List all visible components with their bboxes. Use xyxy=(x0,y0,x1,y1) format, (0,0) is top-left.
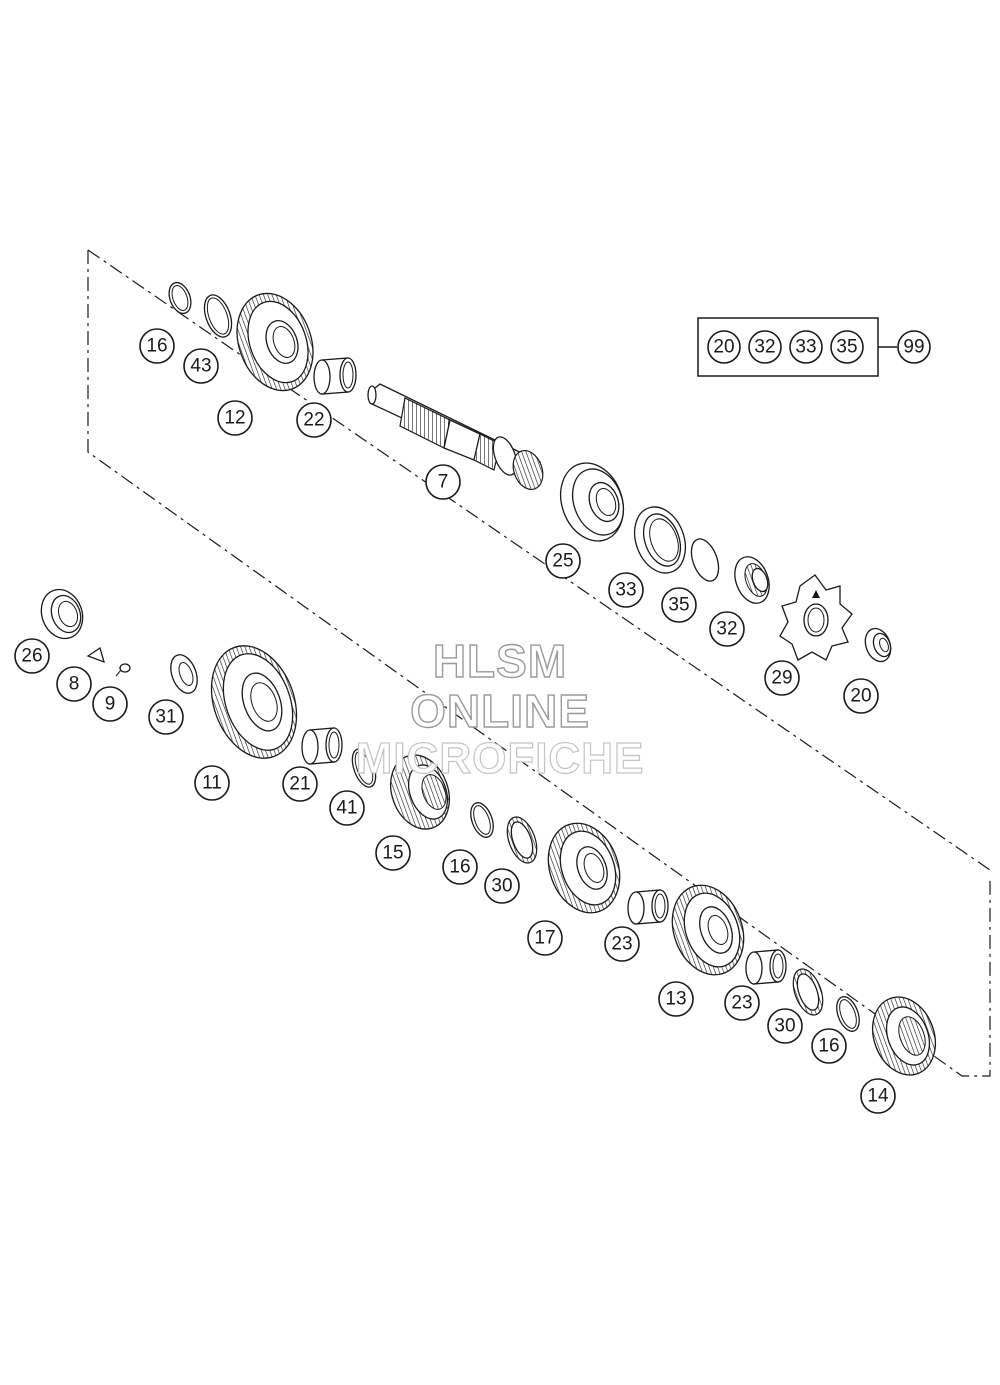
part-callout[interactable]: 33 xyxy=(608,572,644,608)
part-callout[interactable]: 16 xyxy=(442,849,478,885)
kit-member-callout[interactable]: 33 xyxy=(789,330,823,364)
callout-label: 16 xyxy=(818,1036,839,1057)
seal-ring-part xyxy=(633,506,687,574)
callout-label: 22 xyxy=(303,410,324,431)
part-callout[interactable]: 16 xyxy=(811,1028,847,1064)
shift-gear-part xyxy=(390,754,450,830)
toothed-washer-part xyxy=(792,968,824,1016)
part-callout[interactable]: 32 xyxy=(709,611,745,647)
callout-label: 13 xyxy=(665,989,686,1010)
bushing-part xyxy=(745,949,787,985)
part-callout[interactable]: 41 xyxy=(329,790,365,826)
callout-label: 43 xyxy=(190,356,211,377)
part-callout[interactable]: 9 xyxy=(92,686,128,722)
part-callout[interactable]: 15 xyxy=(375,835,411,871)
part-callout[interactable]: 30 xyxy=(484,868,520,904)
part-callout[interactable]: 22 xyxy=(296,402,332,438)
bearing-part xyxy=(560,462,625,542)
gear-part xyxy=(547,822,621,914)
callout-label: 16 xyxy=(146,336,167,357)
kit-number-label: 99 xyxy=(903,337,924,358)
callout-label: 16 xyxy=(449,857,470,878)
callout-label: 31 xyxy=(155,707,176,728)
part-callout[interactable]: 11 xyxy=(194,765,230,801)
circlip-part xyxy=(836,996,860,1032)
callout-label: 29 xyxy=(771,668,792,689)
callout-label: 12 xyxy=(224,408,245,429)
spacer-sleeve-part xyxy=(734,556,770,604)
callout-label: 33 xyxy=(615,580,636,601)
bushing-part xyxy=(627,889,669,925)
part-callout[interactable]: 23 xyxy=(724,985,760,1021)
kit-member-label: 20 xyxy=(713,337,734,358)
callout-label: 23 xyxy=(611,934,632,955)
part-callout[interactable]: 25 xyxy=(545,543,581,579)
nut-part xyxy=(864,627,892,663)
kit-member-label: 33 xyxy=(795,337,816,358)
callout-label: 41 xyxy=(336,798,357,819)
callout-label: 35 xyxy=(668,595,689,616)
callout-label: 17 xyxy=(534,928,555,949)
callout-label: 20 xyxy=(850,686,871,707)
callout-label: 30 xyxy=(774,1016,795,1037)
part-callout[interactable]: 17 xyxy=(527,920,563,956)
part-callout[interactable]: 30 xyxy=(767,1008,803,1044)
part-callout[interactable]: 7 xyxy=(425,464,461,500)
part-callout[interactable]: 29 xyxy=(764,660,800,696)
bushing-part xyxy=(301,727,343,765)
part-callout[interactable]: 16 xyxy=(139,328,175,364)
clip-part xyxy=(86,646,105,664)
gear-part xyxy=(671,884,745,976)
callout-label: 32 xyxy=(716,619,737,640)
kit-member-label: 32 xyxy=(754,337,775,358)
assembly-boundary-top xyxy=(87,249,991,871)
kit-member-label: 35 xyxy=(836,337,857,358)
circlip-part xyxy=(168,281,192,315)
callout-label: 14 xyxy=(867,1086,889,1107)
callout-label: 26 xyxy=(21,646,42,667)
part-callout[interactable]: 13 xyxy=(658,981,694,1017)
callout-label: 11 xyxy=(202,773,222,794)
bushing-part xyxy=(313,357,357,395)
callout-label: 8 xyxy=(69,674,80,695)
part-callout[interactable]: 43 xyxy=(183,348,219,384)
part-callout[interactable]: 26 xyxy=(14,638,50,674)
bearing-part xyxy=(40,588,84,640)
kit-member-callout[interactable]: 35 xyxy=(830,330,864,364)
part-callout[interactable]: 21 xyxy=(282,766,318,802)
kit-member-callout[interactable]: 32 xyxy=(748,330,782,364)
part-callout[interactable]: 12 xyxy=(217,400,253,436)
part-callout[interactable]: 14 xyxy=(860,1078,896,1114)
callout-label: 15 xyxy=(382,843,403,864)
callout-label: 7 xyxy=(438,472,449,493)
part-callout[interactable]: 8 xyxy=(56,666,92,702)
circlip-part xyxy=(470,802,494,838)
part-callout[interactable]: 31 xyxy=(148,699,184,735)
o-ring-part xyxy=(690,538,720,582)
part-callout[interactable]: 20 xyxy=(843,678,879,714)
thrust-washer-part xyxy=(170,654,198,694)
callout-label: 25 xyxy=(552,551,573,572)
kit-member-callout[interactable]: 20 xyxy=(707,330,741,364)
callout-label: 9 xyxy=(105,694,116,715)
callout-label: 21 xyxy=(289,774,310,795)
toothed-washer-part xyxy=(506,816,538,864)
screw-part xyxy=(115,663,131,677)
callout-label: 30 xyxy=(491,876,512,897)
main-shaft-part xyxy=(367,383,544,490)
part-callout[interactable]: 35 xyxy=(661,587,697,623)
gear-part xyxy=(236,292,314,392)
callout-label: 23 xyxy=(731,993,752,1014)
sprocket-part xyxy=(779,574,853,661)
washer-part xyxy=(203,294,233,338)
part-callout[interactable]: 23 xyxy=(604,926,640,962)
gear-part xyxy=(210,645,298,759)
kit-number-callout[interactable]: 99 xyxy=(897,330,931,364)
gear-part xyxy=(872,996,936,1076)
assembly-boundary-line xyxy=(87,250,991,1077)
washer-part xyxy=(351,748,377,788)
